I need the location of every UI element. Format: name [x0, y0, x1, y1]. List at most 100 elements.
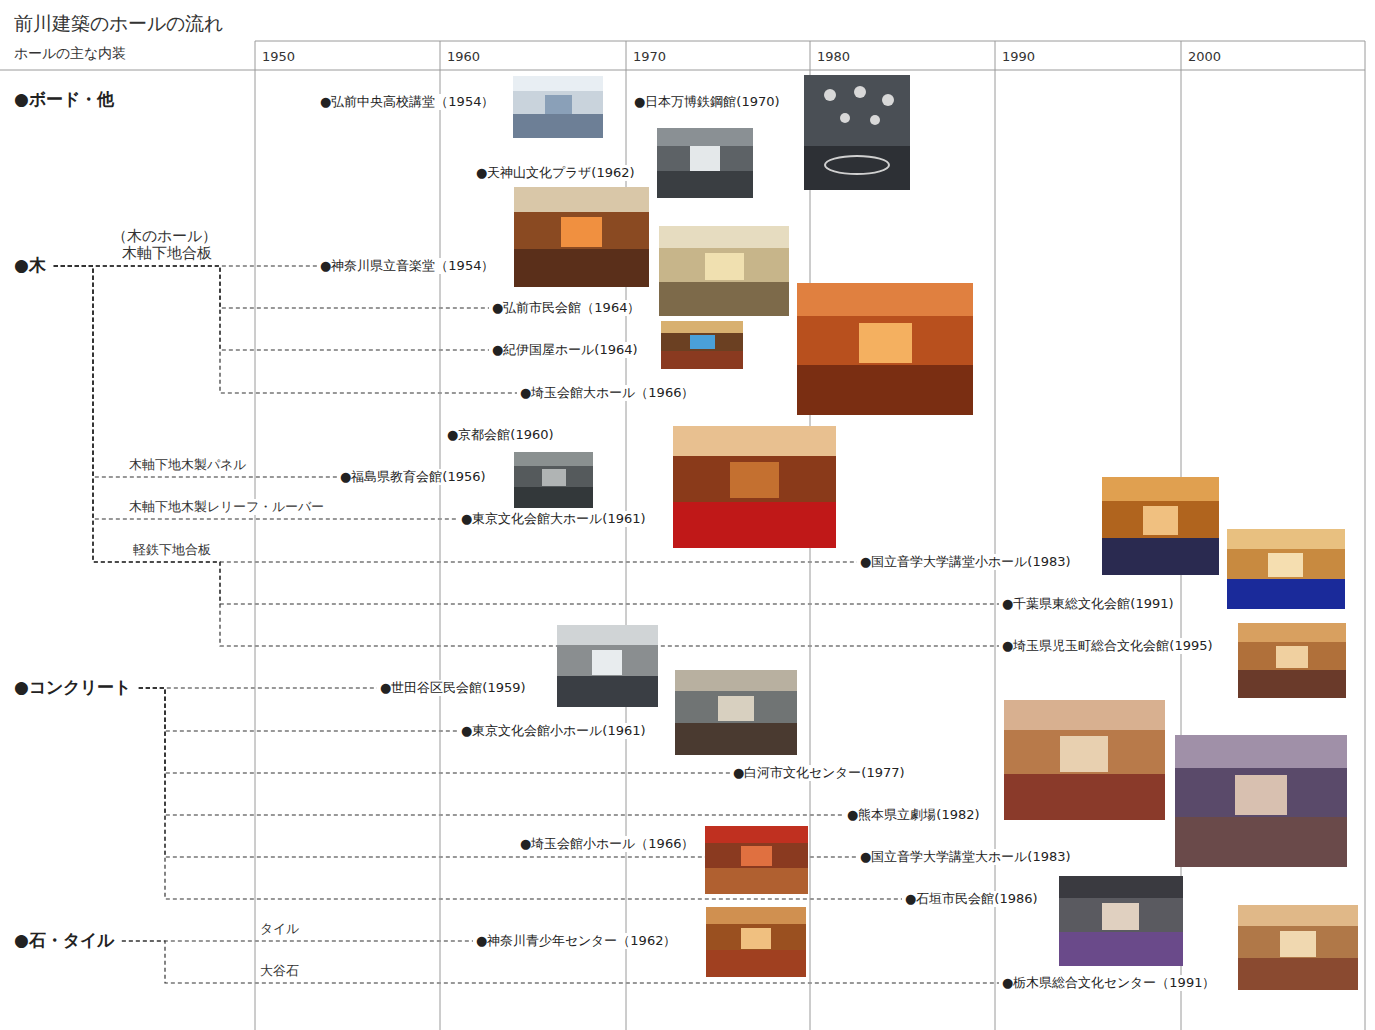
finish-type-label: タイル: [258, 921, 301, 937]
hall-entry: ●千葉県東総文化会館(1991): [1000, 596, 1176, 612]
hall-entry: ●国立音学大学講堂小ホール(1983): [858, 554, 1073, 570]
hall-photo: [1102, 477, 1219, 575]
hall-name: ●京都会館(1960): [445, 427, 556, 443]
photo-seats: [659, 282, 789, 316]
hall-name: ●国立音学大学講堂小ホール(1983): [858, 554, 1073, 570]
hall-photo: [514, 452, 593, 508]
photo-detail: [825, 156, 889, 174]
photo-seats: [1238, 670, 1346, 698]
finish-type-label: 大谷石: [258, 963, 301, 979]
hall-entry: ●埼玉会館小ホール（1966）: [518, 836, 696, 852]
photo-stage: [718, 696, 754, 721]
photo-ceiling: [557, 625, 658, 645]
photo-ceiling: [675, 670, 797, 691]
hall-photo: [661, 321, 743, 369]
photo-frame: [657, 128, 753, 198]
hall-name: ●白河市文化センター(1977): [731, 765, 907, 781]
hall-entry: ●神奈川青少年センター（1962）: [474, 933, 678, 949]
year-tick: 1990: [1000, 49, 1037, 65]
column-header: ホールの主な内装: [12, 45, 128, 63]
hall-name: ●弘前市民会館（1964）: [490, 300, 642, 316]
photo-ceiling: [797, 283, 973, 316]
category-name: ●木: [12, 255, 48, 276]
hall-photo: [1238, 623, 1346, 698]
hall-name: ●埼玉会館小ホール（1966）: [518, 836, 696, 852]
finish-type-label: 木軸下地木製レリーフ・ルーバー: [127, 499, 326, 515]
dashed-lineage-line: [54, 266, 857, 562]
photo-seats: [1238, 958, 1358, 990]
grid-line: [440, 41, 441, 1030]
photo-frame: [1238, 905, 1358, 990]
year-tick: 1950: [260, 49, 297, 65]
hall-entry: ●白河市文化センター(1977): [731, 765, 907, 781]
photo-frame: [1004, 700, 1165, 820]
hall-name: ●弘前中央高校講堂（1954）: [318, 94, 496, 110]
photo-frame: [514, 187, 649, 287]
dashed-lineage-line: [54, 266, 999, 646]
photo-seats: [514, 249, 649, 287]
photo-ceiling: [1175, 735, 1347, 768]
year-tick: 2000: [1186, 49, 1223, 65]
dashed-lineage-line: [54, 266, 489, 350]
dashed-lineage-line: [54, 266, 337, 477]
photo-seats: [514, 487, 593, 508]
hall-entry: ●熊本県立劇場(1982): [845, 807, 982, 823]
photo-ceiling: [513, 76, 603, 91]
photo-stage: [1268, 553, 1303, 577]
photo-ceiling: [1004, 700, 1165, 730]
hall-name: ●神奈川県立音楽堂（1954）: [318, 258, 496, 274]
hall-entry: ●埼玉会館大ホール（1966）: [518, 385, 696, 401]
grid-line: [0, 70, 1365, 71]
photo-seats: [675, 723, 797, 755]
photo-ceiling: [706, 907, 806, 924]
hall-name: ●栃木県総合文化センター（1991）: [1000, 975, 1217, 991]
dashed-lineage-line: [139, 687, 377, 688]
year-tick: 1980: [815, 49, 852, 65]
hall-photo: [659, 226, 789, 316]
photo-frame: [1059, 876, 1183, 966]
hall-entry: ●紀伊国屋ホール(1964): [490, 342, 640, 358]
photo-seats: [1059, 932, 1183, 966]
photo-stage: [859, 323, 912, 363]
photo-ceiling: [1102, 477, 1219, 501]
photo-ceiling: [1059, 876, 1183, 898]
photo-seats: [1175, 817, 1347, 867]
photo-stage: [1143, 506, 1178, 535]
finish-type-label: 木軸下地合板: [120, 244, 214, 263]
hall-photo: [705, 826, 808, 894]
finish-type-label: （木のホール）: [110, 227, 219, 246]
photo-stage: [741, 846, 772, 866]
photo-stage: [1060, 736, 1108, 772]
hall-entry: ●弘前中央高校講堂（1954）: [318, 94, 496, 110]
hall-entry: ●天神山文化プラザ(1962): [474, 165, 637, 181]
photo-seats: [557, 676, 658, 707]
hall-photo: [797, 283, 973, 415]
hall-entry: ●石垣市民会館(1986): [903, 891, 1040, 907]
photo-stage: [592, 650, 622, 675]
photo-frame: [661, 321, 743, 369]
photo-frame: [1238, 623, 1346, 698]
hall-entry: ●東京文化会館大ホール(1961): [459, 511, 648, 527]
hall-entry: ●弘前市民会館（1964）: [490, 300, 642, 316]
photo-detail: [854, 86, 866, 98]
photo-detail: [882, 94, 894, 106]
photo-stage: [1280, 931, 1316, 957]
photo-stage: [741, 928, 771, 949]
photo-stage: [705, 253, 744, 280]
hall-photo: [675, 670, 797, 755]
photo-ceiling: [673, 426, 836, 456]
photo-stage: [545, 95, 572, 114]
photo-stage: [542, 469, 566, 486]
hall-name: ●天神山文化プラザ(1962): [474, 165, 637, 181]
hall-name: ●福島県教育会館(1956): [338, 469, 488, 485]
photo-stage: [730, 462, 779, 498]
hall-photo: [513, 76, 603, 138]
hall-entry: ●東京文化会館小ホール(1961): [459, 723, 648, 739]
hall-entry: ●国立音学大学講堂大ホール(1983): [858, 849, 1073, 865]
category-name: ●石・タイル: [12, 930, 116, 951]
dashed-lineage-line: [54, 265, 317, 266]
photo-ceiling: [1238, 905, 1358, 926]
hall-name: ●世田谷区民会館(1959): [378, 680, 528, 696]
hall-entry: ●京都会館(1960): [445, 427, 556, 443]
